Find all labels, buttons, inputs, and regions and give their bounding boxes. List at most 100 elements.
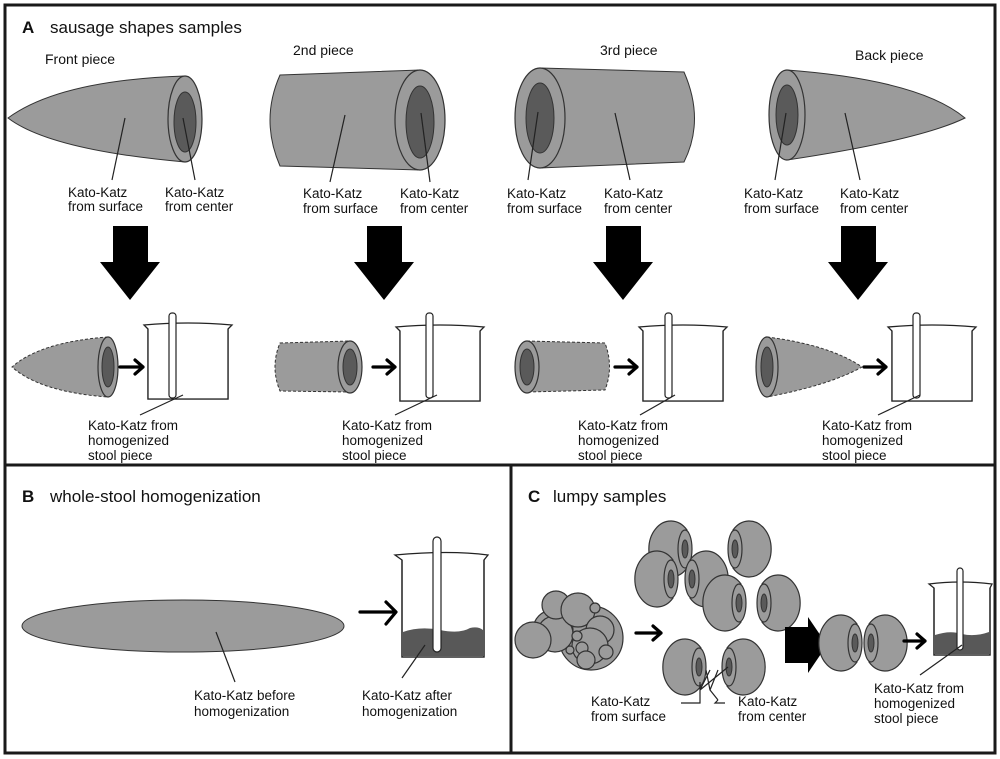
stirring-rod bbox=[432, 536, 442, 653]
center-label: from center bbox=[165, 199, 234, 214]
stirring-rod bbox=[168, 312, 177, 399]
surface-label: Kato-Katz bbox=[507, 186, 567, 201]
center-label: from center bbox=[604, 201, 673, 216]
center-label: Kato-Katz bbox=[400, 186, 460, 201]
sample-center bbox=[101, 346, 115, 388]
surface-label: Kato-Katz bbox=[303, 186, 363, 201]
surface-label: from surface bbox=[507, 201, 582, 216]
leader-line bbox=[705, 669, 719, 701]
sample-body bbox=[539, 67, 695, 169]
leader-line bbox=[139, 394, 184, 416]
back-piece: Back piece Kato-Katz from surface Kato-K… bbox=[744, 47, 966, 216]
leader-line bbox=[329, 114, 346, 183]
sample-body bbox=[269, 69, 421, 171]
surface-label: from surface bbox=[303, 201, 378, 216]
leader-line bbox=[844, 112, 861, 181]
center-label: Kato-Katz bbox=[165, 185, 225, 200]
front-piece: Front piece Kato-Katz from surface Kato-… bbox=[7, 51, 234, 214]
panel-c-letter: C bbox=[528, 487, 540, 506]
homogenized-label: homogenized bbox=[88, 433, 169, 448]
stirring-rod bbox=[664, 312, 673, 399]
right-arrow-icon bbox=[118, 358, 145, 376]
center-label: Kato-Katz bbox=[738, 694, 798, 709]
leader-line bbox=[401, 644, 426, 679]
surface-label: from surface bbox=[744, 201, 819, 216]
panel-b-title: whole-stool homogenization bbox=[49, 487, 261, 506]
sample-body bbox=[11, 336, 109, 398]
second-piece: 2nd piece Kato-Katz from surface Kato-Ka… bbox=[269, 42, 469, 216]
stirring-rod bbox=[912, 312, 921, 399]
split-lump-labeled bbox=[662, 638, 766, 696]
panel-b-letter: B bbox=[22, 487, 34, 506]
surface-label: Kato-Katz bbox=[744, 186, 804, 201]
after-homogenization-label: homogenization bbox=[362, 704, 457, 719]
before-homogenization-label: Kato-Katz before bbox=[194, 688, 295, 703]
leader-line bbox=[614, 112, 631, 181]
panel-a-title: sausage shapes samples bbox=[50, 18, 242, 37]
whole-stool-sample bbox=[21, 599, 345, 653]
panel-c-title: lumpy samples bbox=[553, 487, 666, 506]
leader-line bbox=[420, 112, 431, 183]
beaker-icon bbox=[638, 324, 728, 402]
surface-label: from surface bbox=[68, 199, 143, 214]
before-homogenization-label: homogenization bbox=[194, 704, 289, 719]
homogenize-front: Kato-Katz from homogenized stool piece bbox=[11, 312, 233, 463]
panel-a-letter: A bbox=[22, 18, 34, 37]
sample-body bbox=[786, 69, 966, 161]
center-label: from center bbox=[400, 201, 469, 216]
right-arrow-icon bbox=[634, 624, 663, 642]
down-arrow-icon bbox=[828, 226, 888, 300]
homogenized-label: homogenized bbox=[822, 433, 903, 448]
leader-line bbox=[877, 394, 921, 416]
panel-c-frame bbox=[509, 463, 997, 755]
leader-line bbox=[111, 117, 126, 181]
leader-line bbox=[394, 394, 438, 416]
sample-body bbox=[526, 340, 610, 393]
split-lump bbox=[648, 520, 772, 578]
sample-center bbox=[173, 91, 197, 153]
beaker-icon bbox=[395, 324, 485, 402]
homogenized-label: Kato-Katz from bbox=[88, 418, 178, 433]
leader-line bbox=[919, 644, 963, 676]
center-label: Kato-Katz bbox=[840, 186, 900, 201]
homogenized-label: Kato-Katz from bbox=[578, 418, 668, 433]
center-label: from center bbox=[840, 201, 909, 216]
leader-line bbox=[182, 117, 196, 181]
sample-center bbox=[519, 348, 535, 386]
homogenize-second: Kato-Katz from homogenized stool piece bbox=[274, 312, 485, 463]
sample-center bbox=[760, 346, 774, 388]
homogenized-label: Kato-Katz from bbox=[874, 681, 964, 696]
sample-center bbox=[775, 84, 799, 146]
homogenized-label: stool piece bbox=[578, 448, 643, 463]
piece-name: Back piece bbox=[855, 47, 924, 63]
split-lump bbox=[702, 574, 801, 632]
beaker-icon bbox=[887, 324, 977, 402]
down-arrow-icon bbox=[593, 226, 653, 300]
homogenize-back: Kato-Katz from homogenized stool piece bbox=[755, 312, 977, 463]
sample-body bbox=[274, 340, 351, 393]
leader-line bbox=[774, 112, 787, 181]
down-arrow-icon bbox=[100, 226, 160, 300]
homogenized-label: stool piece bbox=[874, 711, 939, 726]
surface-label: from surface bbox=[591, 709, 666, 724]
third-piece: 3rd piece Kato-Katz from surface Kato-Ka… bbox=[507, 42, 695, 216]
right-arrow-icon bbox=[358, 600, 398, 626]
sample-center bbox=[405, 85, 435, 159]
leader-line bbox=[215, 631, 236, 683]
right-arrow-icon bbox=[862, 358, 888, 376]
homogenized-label: stool piece bbox=[822, 448, 887, 463]
beaker-icon bbox=[143, 322, 233, 400]
split-lump-final bbox=[818, 614, 908, 672]
surface-label: Kato-Katz bbox=[591, 694, 651, 709]
right-arrow-icon bbox=[371, 358, 397, 376]
homogenized-label: stool piece bbox=[88, 448, 153, 463]
right-arrow-icon bbox=[902, 632, 927, 650]
piece-name: 2nd piece bbox=[293, 42, 354, 58]
surface-label: Kato-Katz bbox=[68, 185, 128, 200]
right-arrow-icon bbox=[785, 617, 827, 673]
homogenized-label: homogenized bbox=[874, 696, 955, 711]
sample-center bbox=[342, 348, 358, 386]
leader-line bbox=[527, 111, 539, 181]
sample-body bbox=[7, 75, 186, 163]
